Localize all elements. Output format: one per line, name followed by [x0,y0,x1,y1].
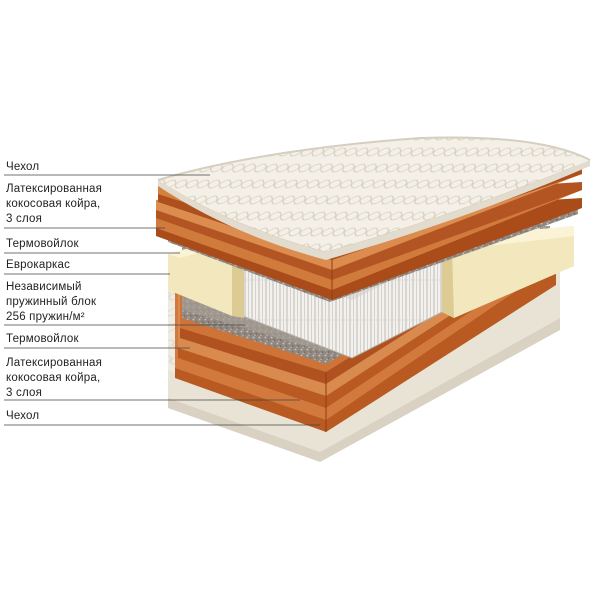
label-spring-block: Независимый пружинный блок 256 пружин/м² [6,280,96,325]
label-line: Независимый [6,281,82,293]
label-line: Термовойлок [6,333,79,345]
label-line: Латексированная [6,357,103,369]
leader-lines [4,174,320,426]
label-line: пружинный блок [6,296,97,308]
label-line: кокосовая койра, [6,198,101,210]
label-bottom-cover: Чехол [6,409,39,424]
top-cover-layer [157,136,591,260]
label-top-cover: Чехол [6,160,39,175]
label-line: Латексированная [6,183,103,195]
label-top-felt: Термовойлок [6,237,79,252]
label-line: Чехол [6,161,40,173]
label-line: кокосовая койра, [6,372,101,384]
label-line: Термовойлок [6,238,79,250]
label-line: 256 пружин/м² [6,311,85,323]
label-euro-frame: Еврокаркас [6,258,70,273]
label-line: Еврокаркас [6,259,71,271]
label-line: 3 слоя [6,213,43,225]
label-bottom-felt: Термовойлок [6,332,79,347]
label-top-coir: Латексированная кокосовая койра, 3 слоя [6,182,102,227]
label-line: 3 слоя [6,387,43,399]
label-bottom-coir: Латексированная кокосовая койра, 3 слоя [6,356,102,401]
label-line: Чехол [6,410,40,422]
